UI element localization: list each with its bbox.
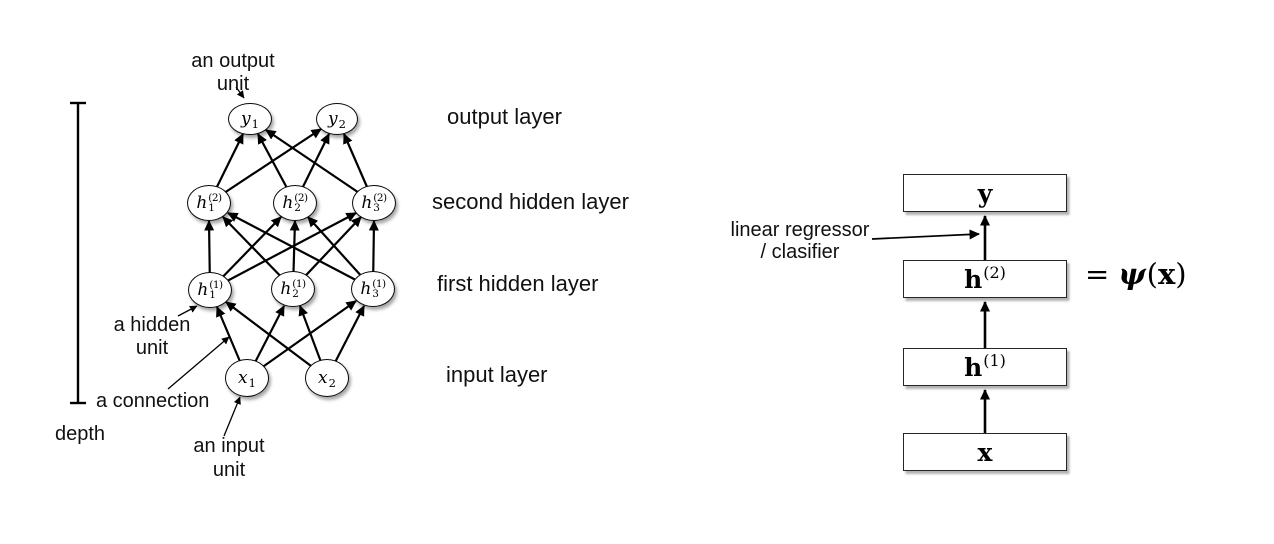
box-h2: h(2) <box>903 260 1067 298</box>
node-h2-1-base: h <box>196 192 208 213</box>
box-h1-sup: (1) <box>983 350 1006 370</box>
box-h2-label: h <box>964 264 983 294</box>
input-layer-label: input layer <box>446 362 548 387</box>
connection-pointer-arrow <box>167 336 230 390</box>
node-h2-3-sup: (2) <box>373 192 387 204</box>
output-unit-label: an output unit <box>180 50 286 96</box>
open-paren: ( <box>1146 257 1158 291</box>
node-h1-3-base: h <box>360 278 372 299</box>
linear-regressor-label-line1: linear regressor <box>730 219 870 241</box>
node-h2-1: h (2)1 <box>187 185 231 221</box>
node-y2-base: y <box>328 108 338 129</box>
first-hidden-layer-label: first hidden layer <box>437 271 599 296</box>
node-x2-base: x <box>318 367 328 388</box>
node-h2-2-sub: 2 <box>294 202 301 214</box>
box-y-label: y <box>977 178 993 208</box>
connection-line <box>227 212 374 290</box>
node-x1-sub: 1 <box>248 375 256 390</box>
node-h1-2-base: h <box>280 278 292 299</box>
psi-equation: =ψ(x) <box>1085 257 1187 291</box>
annotation-arrows <box>167 86 245 437</box>
box-h1-label: h <box>964 352 983 382</box>
linear-regressor-label: linear regressor / clasifier <box>708 219 892 263</box>
output-layer-label: output layer <box>447 104 562 129</box>
node-h1-2: h (1)2 <box>271 271 315 307</box>
hidden-unit-label-line1: a hidden <box>113 314 191 336</box>
node-h2-1-sup: (2) <box>208 192 222 204</box>
linear-regressor-arrow-group <box>871 229 980 240</box>
node-h1-1-sub: 1 <box>209 289 216 301</box>
node-h1-3-sub: 3 <box>372 288 379 300</box>
input-unit-label-line2: unit <box>212 459 246 481</box>
second-hidden-layer-label: second hidden layer <box>432 189 629 214</box>
connection-line <box>246 300 357 379</box>
connection-line <box>209 212 357 291</box>
output-unit-label-line1: an output <box>191 50 275 72</box>
node-h1-3: h (1)3 <box>351 271 395 307</box>
node-h1-1: h (1)1 <box>188 272 232 308</box>
node-y1-sub: 1 <box>251 116 259 131</box>
close-paren: ) <box>1175 257 1187 291</box>
hidden-unit-label: a hidden unit <box>92 314 212 360</box>
box-x-label: x <box>977 437 993 467</box>
node-x2-sub: 2 <box>328 375 336 390</box>
node-h1-1-sup: (1) <box>209 279 223 291</box>
linear-regressor-pointer-arrow <box>871 229 980 240</box>
input-unit-label: an input unit <box>169 434 289 482</box>
psi-symbol: ψ <box>1118 257 1146 291</box>
input-unit-pointer-arrow <box>223 396 241 437</box>
node-h2-2-base: h <box>282 192 294 213</box>
node-h2-2: h (2)2 <box>273 185 317 221</box>
node-h2-2-sup: (2) <box>294 192 308 204</box>
node-y1-base: y <box>241 108 251 129</box>
node-h1-2-sub: 2 <box>292 288 299 300</box>
node-h2-3-base: h <box>361 192 373 213</box>
node-h2-1-sub: 1 <box>208 202 215 214</box>
node-y2-sub: 2 <box>338 116 346 131</box>
node-h1-3-sup: (1) <box>372 278 386 290</box>
box-h2-sup: (2) <box>983 262 1006 282</box>
hidden-unit-pointer-arrow <box>177 305 198 317</box>
output-unit-label-line2: unit <box>216 73 250 95</box>
equals-sign: = <box>1085 257 1110 291</box>
node-x1-base: x <box>238 367 248 388</box>
node-h2-3: h (2)3 <box>352 185 396 221</box>
box-y: y <box>903 174 1067 212</box>
connection-line <box>208 128 322 204</box>
output-unit-pointer-arrow <box>235 86 245 99</box>
depth-label: depth <box>55 423 106 445</box>
node-h2-3-sub: 3 <box>373 202 380 214</box>
depth-bracket <box>70 101 86 405</box>
box-h1: h(1) <box>903 348 1067 386</box>
equation-arg-x: x <box>1157 257 1176 291</box>
hidden-unit-label-line2: unit <box>135 337 169 359</box>
connection-label: a connection <box>96 390 210 412</box>
node-h1-2-sup: (1) <box>292 278 306 290</box>
input-unit-label-line1: an input <box>193 435 265 457</box>
box-x: x <box>903 433 1067 471</box>
node-h1-1-base: h <box>197 279 209 300</box>
linear-regressor-label-line2: / clasifier <box>760 240 840 263</box>
